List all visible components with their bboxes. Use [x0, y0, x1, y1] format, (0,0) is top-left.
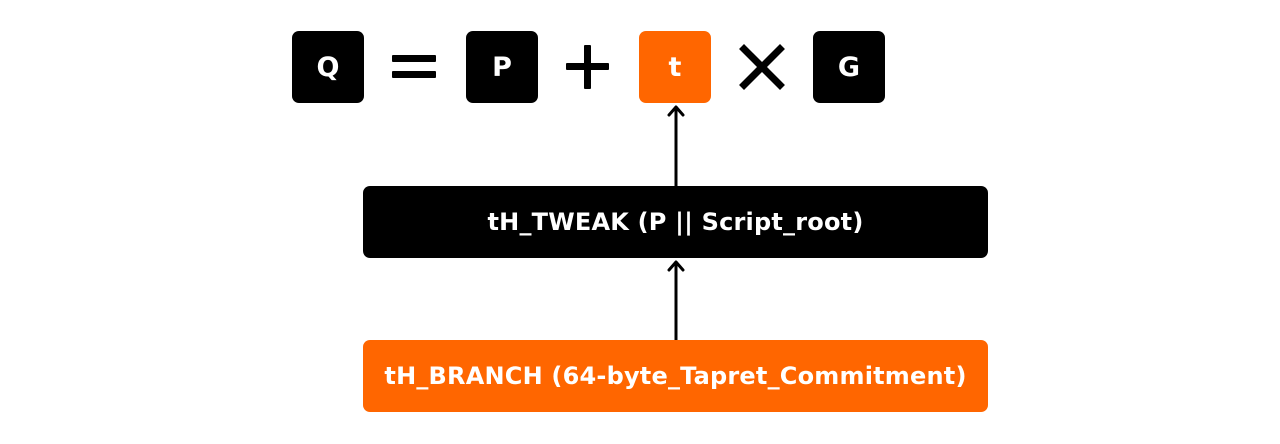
arrow-up-icon [667, 260, 685, 340]
branch-hash-label: tH_BRANCH (64-byte_Tapret_Commitment) [384, 362, 967, 390]
q-box: Q [292, 31, 364, 103]
arrow-up-icon [667, 105, 685, 187]
t-box: t [639, 31, 711, 103]
g-box: G [813, 31, 885, 103]
equals-icon [392, 55, 436, 78]
p-label: P [492, 51, 512, 83]
plus-icon [566, 45, 609, 89]
branch-hash-box: tH_BRANCH (64-byte_Tapret_Commitment) [363, 340, 988, 412]
p-box: P [466, 31, 538, 103]
tweak-hash-label: tH_TWEAK (P || Script_root) [487, 208, 864, 236]
tweak-hash-box: tH_TWEAK (P || Script_root) [363, 186, 988, 258]
t-label: t [668, 51, 682, 83]
g-label: G [837, 51, 861, 83]
multiply-icon [739, 44, 785, 90]
q-label: Q [316, 51, 340, 83]
